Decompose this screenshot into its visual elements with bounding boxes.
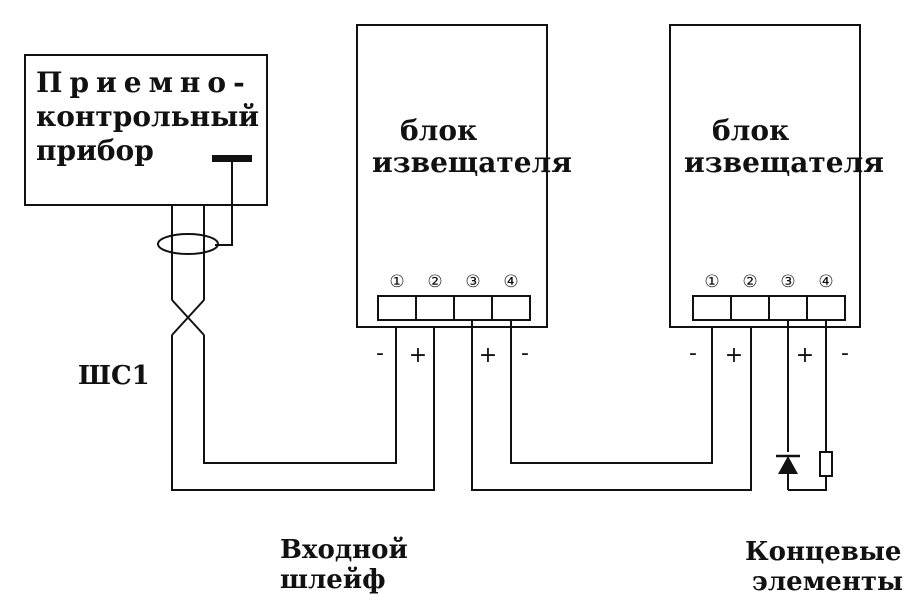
detector1-terminal-number-4: ④ <box>503 272 518 292</box>
detector2-terminal-2 <box>730 295 770 321</box>
detector2-box <box>669 24 861 328</box>
resistor-icon <box>819 451 833 477</box>
input-loop-label-line1: Входной <box>280 535 408 565</box>
shield-terminal <box>212 155 252 162</box>
detector1-label-line2: извещателя <box>372 146 572 179</box>
end-element-link <box>788 476 827 491</box>
detector1-label-line1: блок <box>400 114 477 147</box>
link-wire-3-to-2 <box>471 320 752 491</box>
detector2-terminal-number-3: ③ <box>780 272 795 292</box>
input-loop-label-line2: шлейф <box>280 565 386 595</box>
detector1-polarity-1: - <box>376 341 384 366</box>
loop-wire-plus <box>203 320 397 464</box>
detector2-polarity-2: + <box>725 343 743 368</box>
link-wire-4-to-1 <box>510 320 713 464</box>
diode-icon <box>778 456 798 474</box>
detector2-polarity-3: + <box>796 343 814 368</box>
detector1-terminal-1 <box>377 295 417 321</box>
detector1-terminal-4 <box>491 295 531 321</box>
detector2-terminal-4 <box>806 295 846 321</box>
detector1-terminal-number-3: ③ <box>465 272 480 292</box>
detector2-polarity-1: - <box>689 341 697 366</box>
loop-label: ШС1 <box>78 361 150 391</box>
detector2-label-line2: извещателя <box>684 146 884 179</box>
panel-title-line1: Приемно- <box>36 66 252 99</box>
detector1-terminal-number-1: ① <box>389 272 404 292</box>
detector1-terminal-number-2: ② <box>427 272 442 292</box>
detector1-box <box>356 24 548 328</box>
detector2-polarity-4: - <box>841 341 849 366</box>
detector2-terminal-number-2: ② <box>742 272 757 292</box>
pair-cross-2 <box>171 299 205 336</box>
panel-title-line2: контрольный <box>36 100 259 133</box>
shield-ring <box>157 233 219 255</box>
detector2-terminal-number-1: ① <box>704 272 719 292</box>
end-elements-label-line1: Концевые <box>745 537 901 567</box>
detector2-label-line1: блок <box>712 114 789 147</box>
detector1-terminals: ① ② ③ ④ <box>377 272 531 321</box>
loop-wire-minus <box>171 320 435 491</box>
detector1-polarity-4: - <box>521 341 529 366</box>
detector2-terminal-3 <box>768 295 808 321</box>
detector2-terminal-1 <box>692 295 732 321</box>
control-panel-box <box>24 54 268 206</box>
shield-wire <box>215 162 233 246</box>
detector1-polarity-2: + <box>409 343 427 368</box>
detector1-terminal-2 <box>415 295 455 321</box>
end-elements-label-line2: элементы <box>752 567 903 597</box>
detector1-polarity-3: + <box>479 343 497 368</box>
panel-title-line3: прибор <box>36 134 154 167</box>
detector1-terminal-3 <box>453 295 493 321</box>
detector2-terminal-number-4: ④ <box>818 272 833 292</box>
detector2-terminals: ① ② ③ ④ <box>692 272 846 321</box>
